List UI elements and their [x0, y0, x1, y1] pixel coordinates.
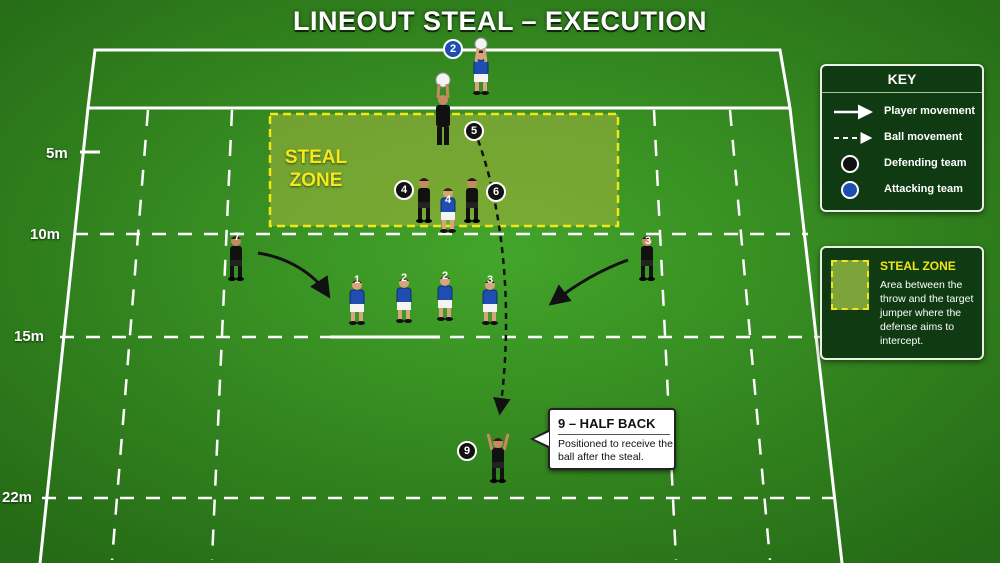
black-circle-icon — [841, 155, 859, 173]
yard-marker-10m: 10m — [30, 226, 61, 243]
key-row-attacking-team: Attacking team — [832, 180, 982, 202]
key-label-attacking-team: Attacking team — [884, 183, 963, 195]
badge-half-back: 9 — [457, 441, 477, 461]
half-back-callout: 9 – HALF BACK Positioned to receive the … — [548, 408, 676, 470]
badge-attacking-2a: 2 — [400, 272, 408, 284]
key-row-ball-movement: Ball movement — [832, 128, 982, 150]
ball-movement-arrow — [476, 139, 511, 416]
steal-zone-legend-description: Area between the throw and the target ju… — [880, 279, 974, 347]
steal-zone-label: STEAL ZONE — [280, 146, 352, 192]
callout-tail-inner — [534, 432, 549, 446]
key-row-player-movement: Player movement — [832, 102, 982, 124]
badge-flanker-7: 7 — [233, 231, 241, 243]
badge-attacking-1: 1 — [353, 274, 361, 286]
steal-zone-swatch — [831, 260, 869, 310]
solid-arrow-icon — [834, 104, 873, 120]
badge-attacking-2b: 2 — [441, 270, 449, 282]
steal-zone-legend: STEAL ZONE Area between the throw and th… — [820, 246, 984, 360]
key-panel: KEY Player movement Ball movement Defend… — [820, 64, 984, 212]
badge-attacking-jumper: 4 — [444, 194, 452, 206]
right-touchline — [788, 107, 844, 563]
yard-marker-5m: 5m — [46, 145, 68, 162]
badge-defending-lifter-6: 6 — [486, 182, 506, 202]
badge-defending-jumper: 5 — [464, 121, 484, 141]
key-label-ball-movement: Ball movement — [884, 131, 963, 143]
blue-circle-icon — [841, 181, 859, 199]
defending-jumper — [435, 72, 451, 145]
flanker-7-movement-arrow — [257, 251, 331, 299]
badge-thrower: 2 — [443, 39, 463, 59]
dashed-arrow-icon — [834, 132, 873, 144]
yard-marker-22m: 22m — [2, 489, 33, 506]
lane-line-3 — [652, 109, 678, 561]
callout-title: 9 – HALF BACK — [558, 416, 670, 435]
flanker-3-movement-arrow — [548, 258, 629, 306]
steal-zone-legend-title: STEAL ZONE — [880, 259, 956, 273]
badge-attacking-3: 3 — [486, 274, 494, 286]
key-label-player-movement: Player movement — [884, 105, 976, 117]
steal-zone-label-line-2: ZONE — [289, 170, 343, 191]
left-touchline — [38, 107, 90, 563]
callout-text: Positioned to receive the ball after the… — [558, 438, 673, 463]
yard-marker-15m: 15m — [14, 328, 45, 345]
key-title: KEY — [822, 66, 982, 93]
badge-defending-lifter-4: 4 — [394, 180, 414, 200]
lane-line-1 — [110, 109, 150, 561]
half-back-player — [486, 433, 510, 483]
key-label-defending-team: Defending team — [884, 157, 967, 169]
key-row-defending-team: Defending team — [832, 154, 982, 176]
lane-line-2 — [210, 109, 234, 561]
lane-line-4 — [728, 109, 772, 561]
thrower-player — [472, 37, 490, 96]
steal-zone-label-line-1: STEAL — [284, 147, 348, 168]
badge-flanker-3: 3 — [644, 235, 652, 247]
diagram-title: LINEOUT STEAL – EXECUTION — [292, 6, 708, 36]
